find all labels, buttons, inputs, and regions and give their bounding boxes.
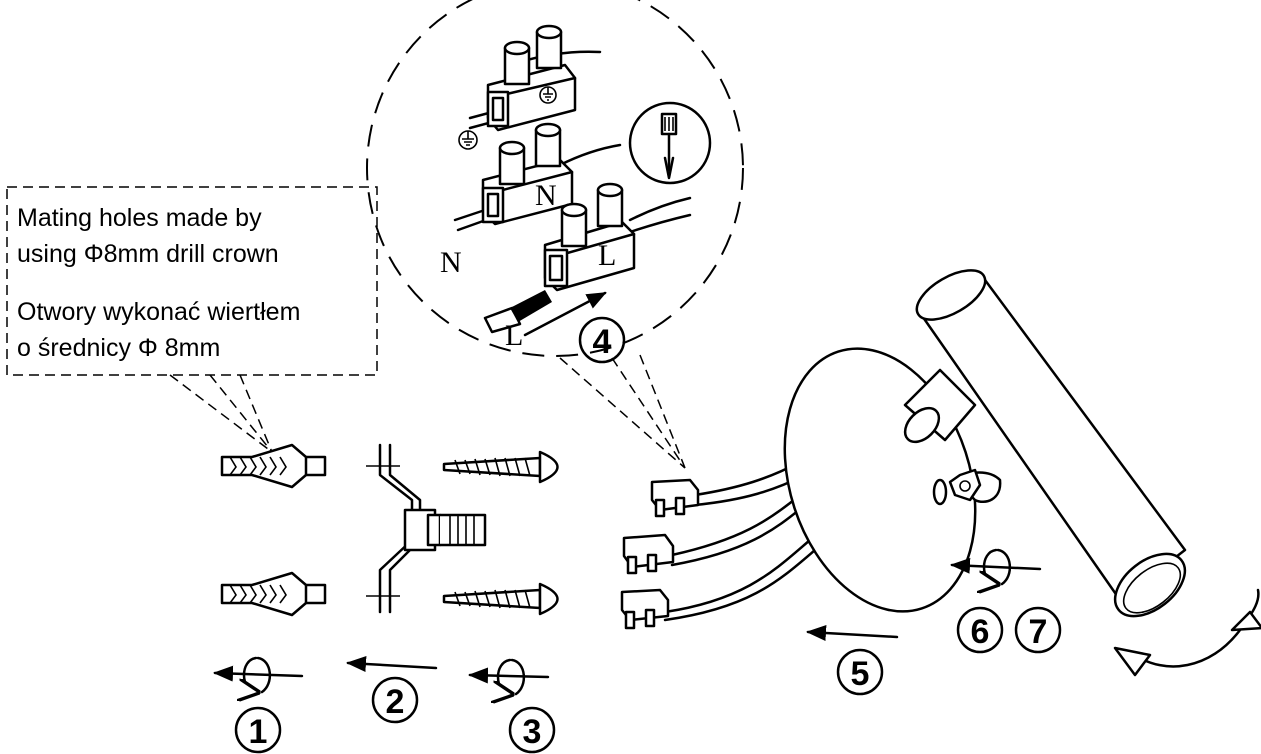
wood-screw-bottom (442, 582, 559, 616)
wire-connectors (620, 460, 817, 630)
screwdriver-icon (628, 101, 712, 185)
terminal-block-ground (458, 24, 602, 150)
step-2-label: 2 (386, 683, 405, 721)
hex-nut-icon (948, 468, 982, 502)
step-3-label: 3 (523, 713, 542, 751)
note-line-2: using Φ8mm drill crown (17, 240, 279, 268)
step-1-label: 1 (249, 713, 268, 751)
live-block-label: L (598, 239, 616, 272)
connector-2 (622, 533, 675, 575)
note-line-4: o średnicy Φ 8mm (17, 334, 220, 362)
neutral-block-label: N (535, 179, 557, 212)
live-wire (483, 290, 607, 337)
step-5-label: 5 (851, 655, 870, 693)
wiring-detail-callout: N N L L (366, 0, 744, 469)
step-4-label: 4 (593, 323, 612, 361)
wall-plug-top (220, 443, 327, 489)
step-6-7-marker: 6 7 (950, 548, 1062, 654)
neutral-wire-label: N (440, 246, 462, 279)
terminal-block-neutral: N (453, 122, 622, 232)
step-6-label: 6 (971, 613, 990, 651)
note-line-3: Otwory wykonać wiertłem (17, 298, 300, 326)
step-2-marker: 2 (346, 656, 438, 724)
detail-pointer-lines (559, 354, 686, 469)
wall-plug-bottom (220, 571, 327, 617)
connector-1 (650, 478, 700, 518)
step-3-marker: 3 (468, 658, 556, 754)
terminal-block-live: L (543, 182, 692, 292)
detail-circle (366, 0, 744, 357)
connector-3 (620, 588, 670, 630)
mounting-bracket (366, 443, 487, 614)
wall-lamp (783, 269, 1261, 677)
note-pointer-lines (169, 374, 273, 453)
live-wire-label: L (505, 319, 523, 352)
step-5-marker: 5 (806, 625, 899, 696)
step-1-marker: 1 (213, 656, 304, 754)
step-4-marker: 4 (578, 316, 626, 364)
note-line-1: Mating holes made by (17, 204, 262, 232)
wood-screw-top (442, 450, 559, 484)
drill-note-box: Mating holes made by using Φ8mm drill cr… (6, 186, 378, 453)
step-7-label: 7 (1029, 613, 1048, 651)
